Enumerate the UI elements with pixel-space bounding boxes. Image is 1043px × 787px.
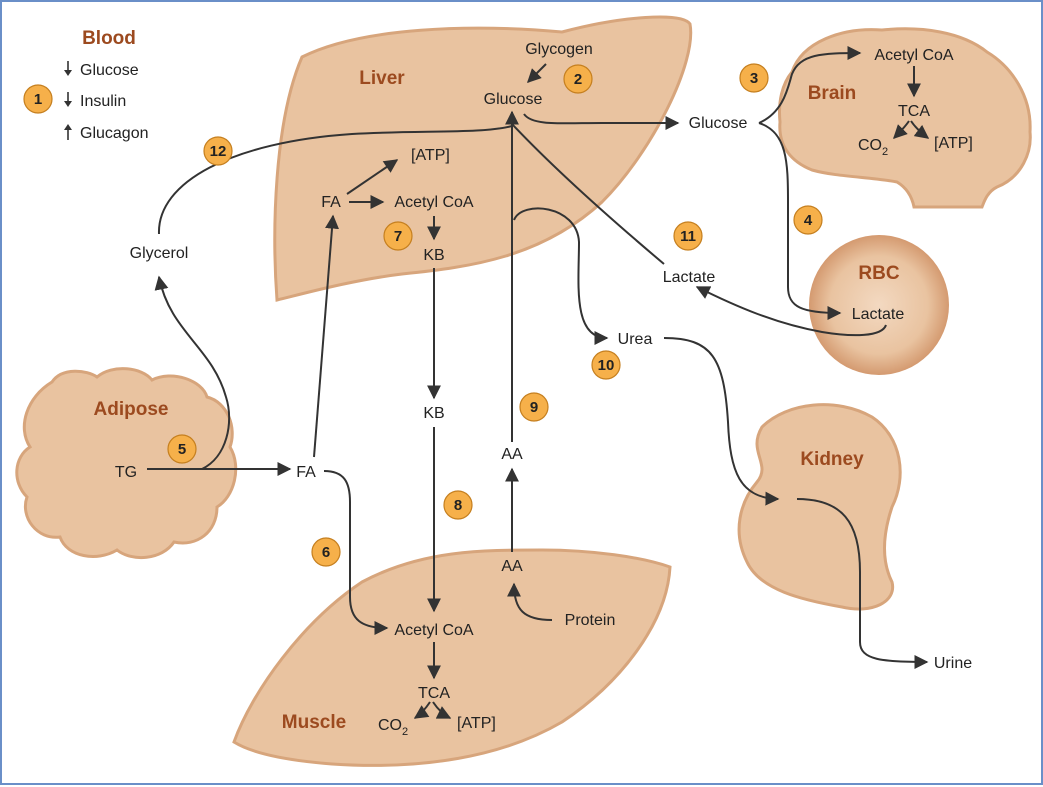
rbc-shape [809, 235, 949, 375]
legend-item-insulin: Insulin [80, 93, 126, 110]
muscle-label: Muscle [282, 712, 346, 733]
atp-liver-label: [ATP] [411, 147, 450, 164]
svg-text:3: 3 [750, 70, 758, 87]
arrow-muscle-tca-to-atp [432, 701, 452, 719]
arrow-fa-to-acetyl-muscle [323, 470, 389, 635]
badge-1: 1 [23, 84, 53, 114]
arrow-lactate-to-glucose [511, 123, 665, 265]
badge-9: 9 [519, 392, 549, 422]
arrow-muscle-tca-to-co2 [413, 701, 431, 719]
legend-title: Blood [82, 28, 136, 49]
arrow-protein-to-aa [507, 582, 553, 621]
atp-muscle-label: [ATP] [457, 715, 496, 732]
brain-label: Brain [808, 83, 857, 104]
acetyl-coa-brain-label: Acetyl CoA [874, 47, 953, 64]
glucose-blood-label: Glucose [689, 115, 748, 132]
glycogen-label: Glycogen [525, 41, 593, 58]
arrow-aa-to-urea [513, 207, 609, 345]
fa-liver-label: FA [321, 194, 341, 211]
legend-down-arrow-icon [64, 92, 72, 107]
svg-text:2: 2 [574, 71, 582, 88]
svg-text:11: 11 [680, 228, 696, 245]
svg-text:7: 7 [394, 228, 402, 245]
rbc-label: RBC [858, 263, 899, 284]
arrow-brain-tca-to-atp [910, 120, 930, 139]
arrow-glucose-to-brain [758, 46, 862, 124]
urea-label: Urea [618, 331, 653, 348]
svg-text:6: 6 [322, 544, 330, 561]
muscle-shape [232, 548, 672, 767]
badge-8: 8 [443, 490, 473, 520]
glycerol-label: Glycerol [130, 245, 189, 262]
arrow-kidney-to-urine [796, 498, 929, 669]
svg-text:9: 9 [530, 399, 538, 416]
acetyl-coa-muscle-label: Acetyl CoA [394, 622, 473, 639]
arrow-glycerol-to-glucose [157, 125, 513, 235]
badge-3: 3 [739, 63, 769, 93]
arrow-glucose-to-rbc [758, 122, 842, 320]
lactate-rbc-label: Lactate [852, 306, 905, 323]
badge-12: 12 [203, 136, 233, 166]
svg-text:1: 1 [34, 91, 42, 108]
kidney-label: Kidney [800, 449, 864, 470]
legend-up-arrow-icon [64, 124, 72, 140]
aa-muscle-label: AA [501, 558, 523, 575]
kb-blood-label: KB [423, 405, 444, 422]
acetyl-coa-liver-label: Acetyl CoA [394, 194, 473, 211]
protein-label: Protein [565, 612, 616, 629]
lactate-blood-label: Lactate [663, 269, 716, 286]
arrow-glycogen-to-glucose [527, 63, 547, 83]
arrow-glucose-liver-to-blood [523, 113, 680, 130]
tca-brain-label: TCA [898, 103, 930, 120]
fa-blood-label: FA [296, 464, 316, 481]
arrow-urea-to-kidney [663, 337, 780, 506]
atp-brain-label: [ATP] [934, 135, 973, 152]
liver-label: Liver [359, 68, 405, 89]
co2-brain-label: CO2 [858, 137, 888, 158]
tg-label: TG [115, 464, 137, 481]
badge-6: 6 [311, 537, 341, 567]
svg-text:8: 8 [454, 497, 462, 514]
badge-7: 7 [383, 221, 413, 251]
legend-item-glucose: Glucose [80, 62, 139, 79]
legend-down-arrow-icon [64, 61, 72, 76]
tca-muscle-label: TCA [418, 685, 450, 702]
arrow-rbc-lactate-to-blood [695, 286, 887, 337]
badge-5: 5 [167, 434, 197, 464]
adipose-shape [15, 367, 238, 560]
badge-2: 2 [563, 64, 593, 94]
arrow-tg-to-glycerol [154, 275, 231, 470]
svg-text:12: 12 [210, 143, 227, 160]
brain-shape [778, 27, 1032, 209]
badge-11: 11 [673, 221, 703, 251]
arrow-fa-blood-to-liver [313, 214, 339, 458]
legend-item-glucagon: Glucagon [80, 125, 149, 142]
glucose-liver-label: Glucose [484, 91, 543, 108]
svg-text:4: 4 [804, 212, 813, 229]
badge-4: 4 [793, 205, 823, 235]
arrow-fa-to-atp [346, 159, 399, 195]
arrow-brain-tca-to-co2 [893, 120, 910, 139]
badge-10: 10 [591, 350, 621, 380]
pathway-arrows [147, 46, 930, 719]
liver-shape [273, 15, 693, 302]
adipose-label: Adipose [94, 399, 169, 420]
svg-text:10: 10 [598, 357, 615, 374]
kb-liver-label: KB [423, 247, 444, 264]
urine-label: Urine [934, 655, 972, 672]
kidney-shape [737, 403, 902, 611]
co2-muscle-label: CO2 [378, 717, 408, 738]
aa-blood-label: AA [501, 446, 523, 463]
svg-text:5: 5 [178, 441, 186, 458]
